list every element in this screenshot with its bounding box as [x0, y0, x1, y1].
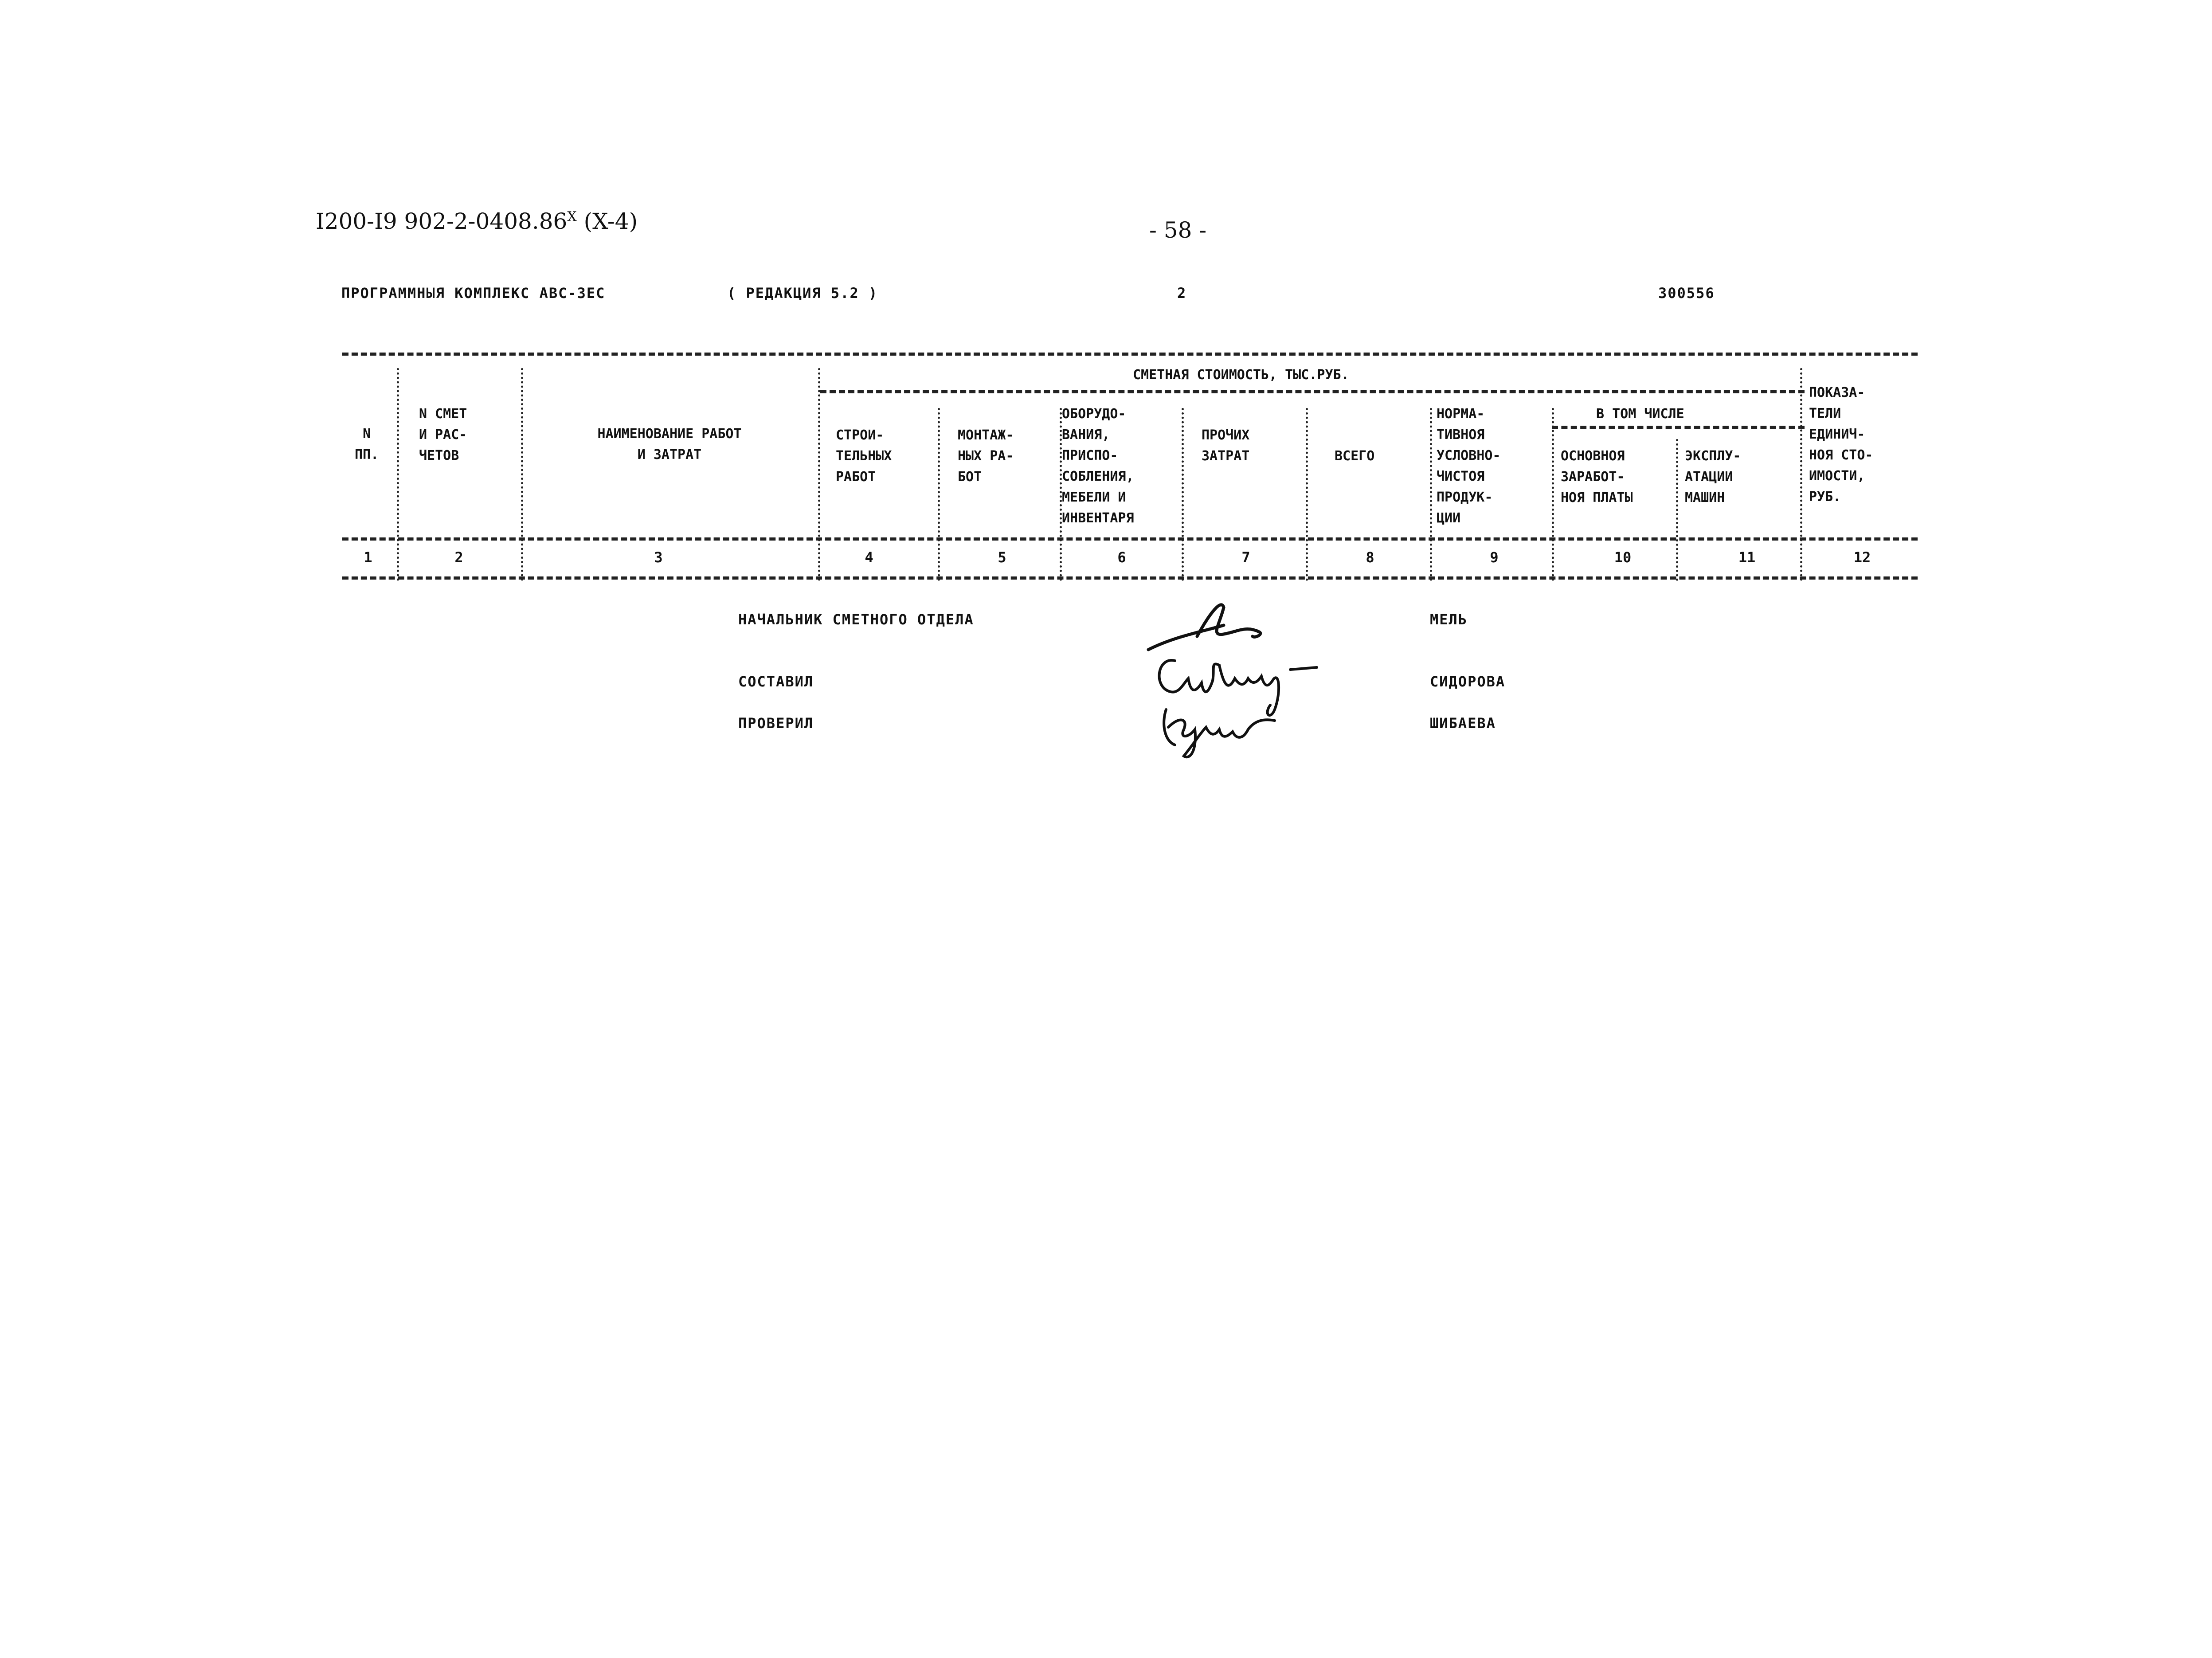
column-number: 7 — [1241, 549, 1250, 566]
column-header-4: СТРОИ- ТЕЛЬНЫХ РАБОТ — [836, 427, 892, 485]
program-name: ПРОГРАММНЫЯ КОМПЛЕКС АВС-3ЕС — [341, 285, 606, 302]
subgroup-header-including: В ТОМ ЧИСЛЕ — [1596, 406, 1684, 422]
document-code-suffix: (X-4) — [576, 208, 638, 234]
table-top-rule — [342, 353, 1918, 356]
column-header-11: ЭКСПЛУ- АТАЦИИ МАШИН — [1685, 448, 1741, 506]
column-separator — [938, 408, 940, 581]
column-header-10: ОСНОВНОЯ ЗАРАБОТ- НОЯ ПЛАТЫ — [1561, 448, 1633, 506]
document-code: I200-I9 902-2-0408.86X (X-4) — [316, 208, 638, 234]
column-number: 2 — [454, 549, 463, 566]
column-number: 8 — [1366, 549, 1374, 566]
signature-role: НАЧАЛЬНИК СМЕТНОГО ОТДЕЛА — [738, 611, 974, 628]
column-number: 4 — [865, 549, 873, 566]
signature-name: МЕЛЬ — [1430, 611, 1468, 628]
column-separator — [521, 368, 523, 581]
signature-role: СОСТАВИЛ — [738, 673, 814, 690]
column-separator — [1552, 408, 1554, 581]
column-number: 5 — [998, 549, 1006, 566]
column-header-5: МОНТАЖ- НЫХ РА- БОТ — [958, 427, 1014, 485]
column-header-1: N ПП. — [355, 426, 379, 463]
column-separator — [1306, 408, 1308, 581]
column-number: 1 — [364, 549, 372, 566]
column-header-6: ОБОРУДО- ВАНИЯ, ПРИСПО- СОБЛЕНИЯ, МЕБЕЛИ… — [1062, 406, 1134, 526]
handwritten-signature-chief — [1147, 603, 1262, 651]
signature-name: ШИБАЕВА — [1430, 715, 1496, 732]
column-number: 11 — [1738, 549, 1756, 566]
column-header-9: НОРМА- ТИВНОЯ УСЛОВНО- ЧИСТОЯ ПРОДУК- ЦИ… — [1437, 406, 1501, 526]
program-edition: ( РЕДАКЦИЯ 5.2 ) — [727, 285, 878, 302]
column-separator — [1676, 439, 1678, 581]
column-separator — [1060, 408, 1062, 581]
column-header-12: ПОКАЗА- ТЕЛИ ЕДИНИЧ- НОЯ СТО- ИМОСТИ, РУ… — [1809, 385, 1873, 505]
group-header-rule — [820, 390, 1805, 393]
subgroup-header-rule — [1552, 426, 1805, 429]
column-separator — [397, 368, 399, 581]
column-separator — [1800, 368, 1802, 581]
column-header-8: ВСЕГО — [1335, 448, 1375, 464]
signature-role: ПРОВЕРИЛ — [738, 715, 814, 732]
table-bottom-rule — [342, 576, 1918, 580]
column-separator — [1182, 408, 1184, 581]
column-number: 3 — [654, 549, 663, 566]
column-header-3: НАИМЕНОВАНИЕ РАБОТ И ЗАТРАТ — [597, 426, 742, 463]
page-number: - 58 - — [1149, 217, 1207, 243]
column-separator — [1430, 408, 1432, 581]
column-number: 6 — [1117, 549, 1126, 566]
handwritten-signature-compiler — [1158, 659, 1318, 758]
sheet-number: 2 — [1177, 285, 1187, 302]
column-separator — [818, 368, 820, 581]
header-bottom-rule — [342, 537, 1918, 541]
column-header-7: ПРОЧИХ ЗАТРАТ — [1202, 427, 1250, 464]
column-header-2: N СМЕТ И РАС- ЧЕТОВ — [419, 406, 467, 463]
group-header-estimated-cost: СМЕТНАЯ СТОИМОСТЬ, ТЫС.РУБ. — [1133, 367, 1349, 383]
signature-name: СИДОРОВА — [1430, 673, 1506, 690]
column-number: 10 — [1614, 549, 1632, 566]
column-number: 9 — [1490, 549, 1499, 566]
document-id: 300556 — [1658, 285, 1715, 302]
document-code-text: I200-I9 902-2-0408.86 — [316, 208, 568, 234]
document-code-superscript: X — [567, 209, 577, 225]
column-number: 12 — [1853, 549, 1871, 566]
